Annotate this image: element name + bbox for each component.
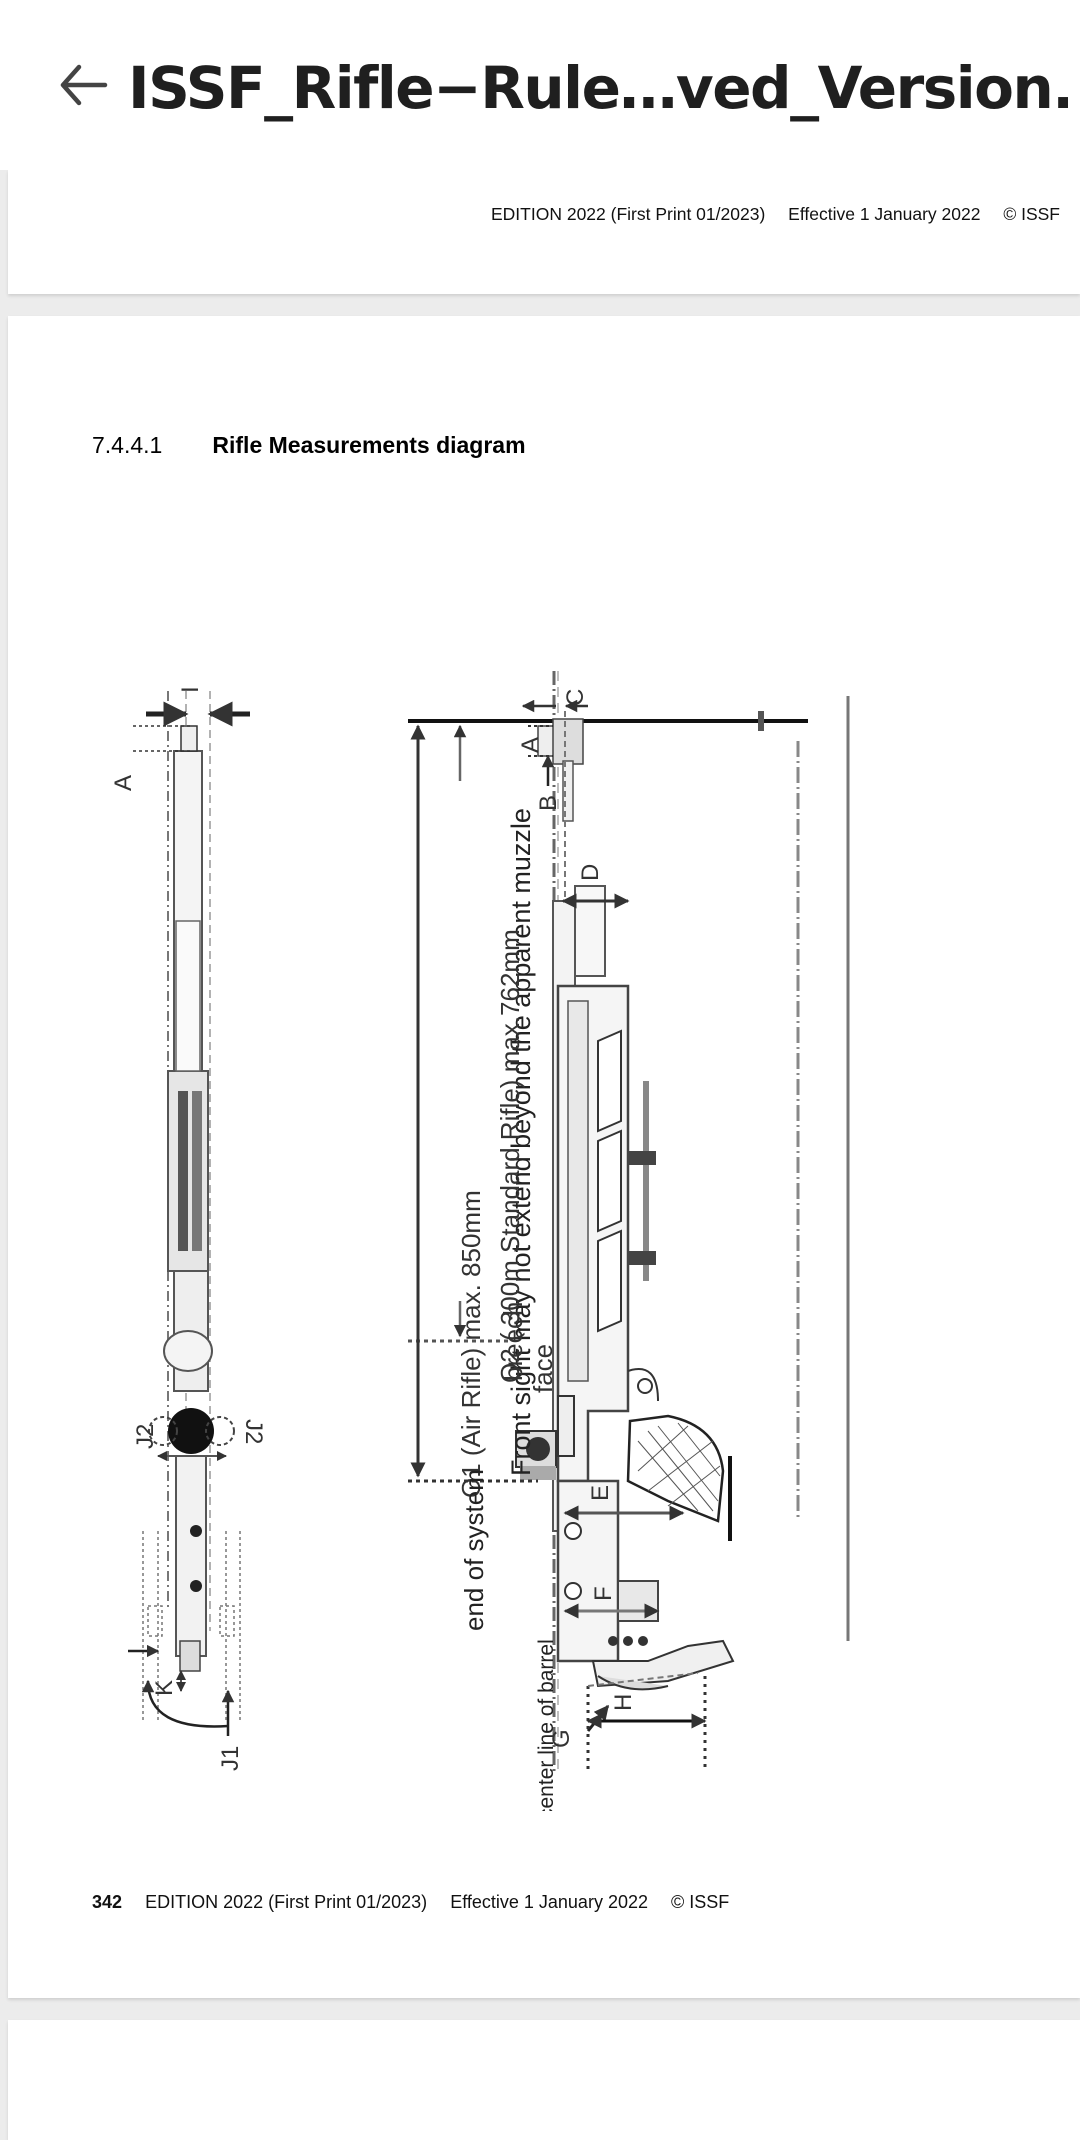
section-title: Rifle Measurements diagram — [212, 432, 526, 458]
pdf-page-current: 7.4.4.1 Rifle Measurements diagram — [8, 316, 1080, 1998]
pdf-page-previous: EDITION 2022 (First Print 01/2023) Effec… — [8, 170, 1080, 294]
page-footer: 342 EDITION 2022 (First Print 01/2023) E… — [92, 1892, 729, 1913]
top-view-rifle — [128, 691, 250, 1736]
label-letter-j2-right: J2 — [240, 1419, 267, 1444]
label-letter-d: D — [577, 864, 604, 881]
label-letter-c: C — [562, 689, 589, 706]
document-title: ISSF_Rifle−Rule…ved_Version.pdf — [128, 54, 1068, 122]
back-button[interactable] — [48, 50, 118, 120]
label-front-sight: Front sight may not extend beyond the ap… — [506, 808, 536, 1476]
side-view-rifle — [408, 671, 850, 1771]
label-letter-a-left: A — [110, 775, 137, 791]
rifle-measurements-diagram: I A J2 J2 K J1 — [68, 481, 968, 1811]
footer-edition: EDITION 2022 (First Print 01/2023) — [491, 204, 766, 224]
label-letter-e: E — [587, 1485, 614, 1501]
footer-edition: EDITION 2022 (First Print 01/2023) — [145, 1892, 428, 1912]
label-letter-a-right: A — [517, 737, 544, 753]
label-o1: O1 (Air Rifle) max. 850mm — [456, 1190, 486, 1498]
footer-copyright: © ISSF — [1003, 204, 1060, 224]
page-number: 342 — [92, 1892, 123, 1912]
footer-effective: Effective 1 January 2022 — [450, 1892, 648, 1912]
arrow-left-icon — [60, 64, 108, 106]
label-face: face — [528, 1344, 558, 1393]
label-end-of-system: end of system — [459, 1469, 489, 1631]
label-center-line: center line of barrel — [535, 1639, 558, 1811]
label-letter-k: K — [151, 1680, 178, 1696]
label-letter-j1: J1 — [217, 1746, 244, 1771]
label-letter-h: H — [610, 1694, 637, 1711]
section-heading: 7.4.4.1 Rifle Measurements diagram — [92, 432, 526, 459]
label-letter-b: B — [535, 795, 562, 811]
pdf-viewer[interactable]: EDITION 2022 (First Print 01/2023) Effec… — [0, 170, 1080, 2140]
label-letter-i: I — [177, 686, 204, 693]
app-bar: ISSF_Rifle−Rule…ved_Version.pdf — [0, 0, 1080, 170]
label-letter-f: F — [590, 1586, 617, 1601]
label-breech: breech — [498, 1302, 528, 1382]
section-number: 7.4.4.1 — [92, 432, 163, 458]
label-o2: O2 ( 300m Standard Rifle) max.762mm — [495, 929, 525, 1383]
label-letter-g: G — [548, 1729, 575, 1748]
footer-effective: Effective 1 January 2022 — [788, 204, 981, 224]
page-footer: EDITION 2022 (First Print 01/2023) Effec… — [491, 204, 1060, 225]
footer-copyright: © ISSF — [671, 1892, 730, 1912]
pdf-page-next — [8, 2020, 1080, 2140]
rifle-diagram-svg: I A J2 J2 K J1 — [110, 671, 850, 1811]
label-letter-j2-left: J2 — [132, 1424, 159, 1449]
